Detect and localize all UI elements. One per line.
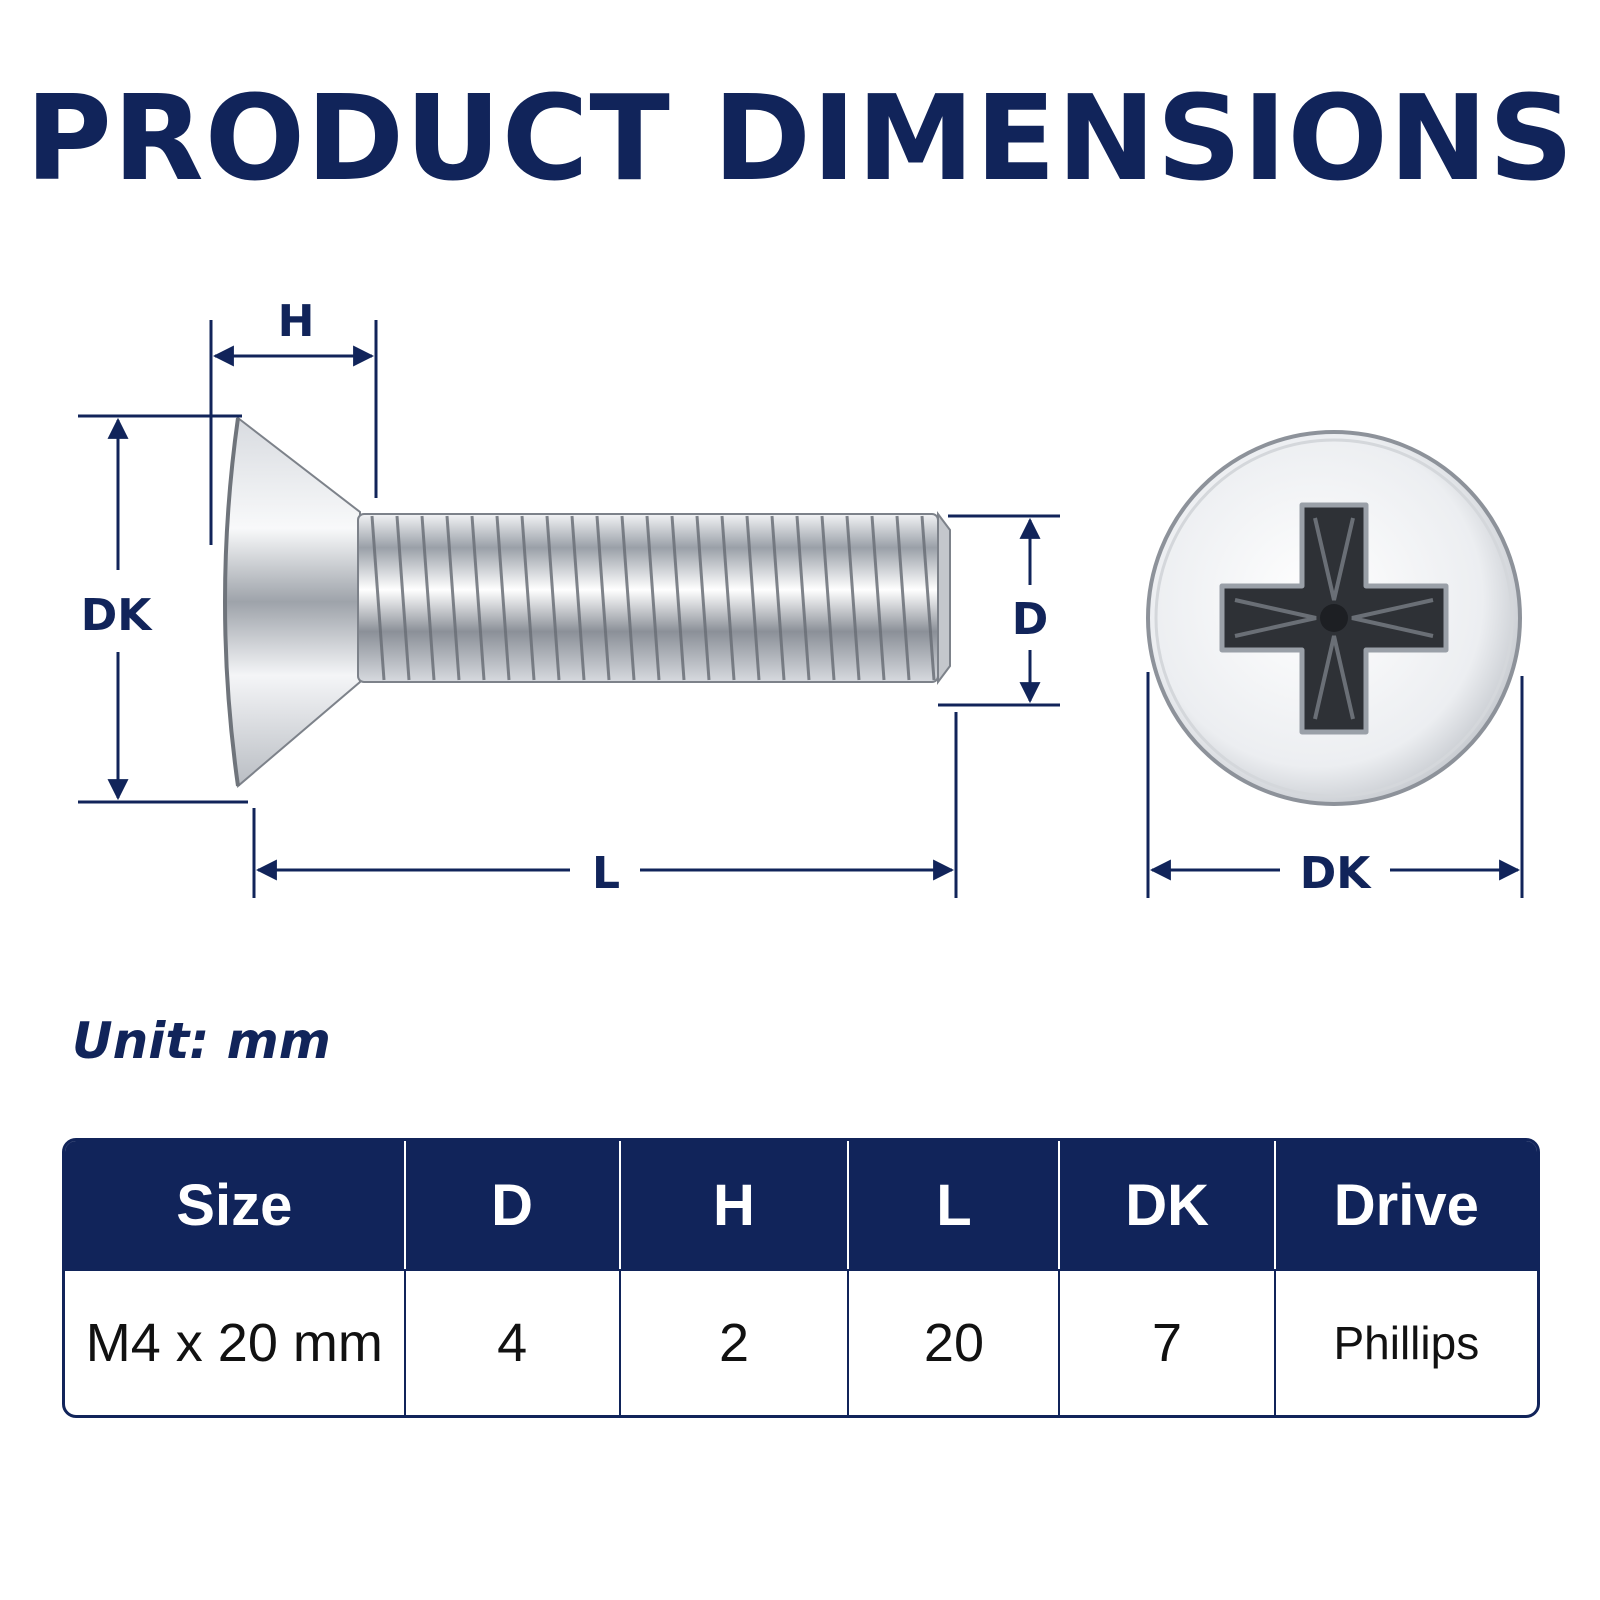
thread-line — [620, 515, 636, 681]
thread-line — [670, 515, 686, 681]
cell-drive: Phillips — [1273, 1269, 1537, 1415]
label-dk-top: DK — [1300, 848, 1373, 899]
header-d: D — [403, 1141, 619, 1269]
thread-line — [545, 515, 561, 681]
table-header-row: Size D H L DK Drive — [65, 1141, 1537, 1269]
thread-line — [870, 515, 886, 681]
cell-l: 20 — [847, 1269, 1059, 1415]
thread-line — [770, 515, 786, 681]
header-size: Size — [65, 1141, 404, 1269]
cell-dk: 7 — [1058, 1269, 1274, 1415]
thread-line — [370, 515, 386, 681]
thread-line — [820, 515, 836, 681]
thread-line — [445, 515, 461, 681]
screw-shaft — [357, 511, 951, 685]
label-dk-side: DK — [81, 590, 154, 641]
label-d: D — [1012, 594, 1049, 645]
dimension-dk-top — [1146, 672, 1524, 898]
dimension-d — [938, 514, 1060, 707]
dimension-l — [252, 712, 958, 898]
header-h: H — [618, 1141, 848, 1269]
header-drive: Drive — [1273, 1141, 1537, 1269]
thread-line — [920, 515, 936, 681]
thread-line — [395, 515, 411, 681]
dimension-h — [209, 320, 378, 545]
thread-line — [695, 515, 711, 681]
thread-line — [495, 515, 511, 681]
thread-line — [720, 515, 736, 681]
screw-head-top — [1146, 430, 1522, 806]
label-h: H — [278, 296, 315, 347]
header-l: L — [847, 1141, 1059, 1269]
thread-line — [745, 515, 761, 681]
thread-line — [595, 515, 611, 681]
header-dk: DK — [1058, 1141, 1274, 1269]
spec-table: Size D H L DK Drive M4 x 20 mm 4 2 20 7 … — [62, 1138, 1540, 1418]
thread-line — [570, 515, 586, 681]
cell-d: 4 — [403, 1269, 619, 1415]
label-l: L — [592, 848, 620, 899]
thread-line — [895, 515, 911, 681]
thread-line — [845, 515, 861, 681]
thread-line — [795, 515, 811, 681]
page-title: PRODUCT DIMENSIONS — [25, 69, 1575, 207]
thread-line — [520, 515, 536, 681]
unit-label: Unit: mm — [72, 1012, 331, 1070]
cell-size: M4 x 20 mm — [65, 1269, 404, 1415]
thread-line — [470, 515, 486, 681]
screw-head-side — [223, 416, 361, 788]
screw-diagram: H DK D L DK — [78, 296, 1524, 899]
table-row: M4 x 20 mm 4 2 20 7 Phillips — [65, 1269, 1537, 1415]
thread-line — [645, 515, 661, 681]
cell-h: 2 — [618, 1269, 848, 1415]
thread-line — [420, 515, 436, 681]
dimension-dk-side — [78, 414, 248, 804]
